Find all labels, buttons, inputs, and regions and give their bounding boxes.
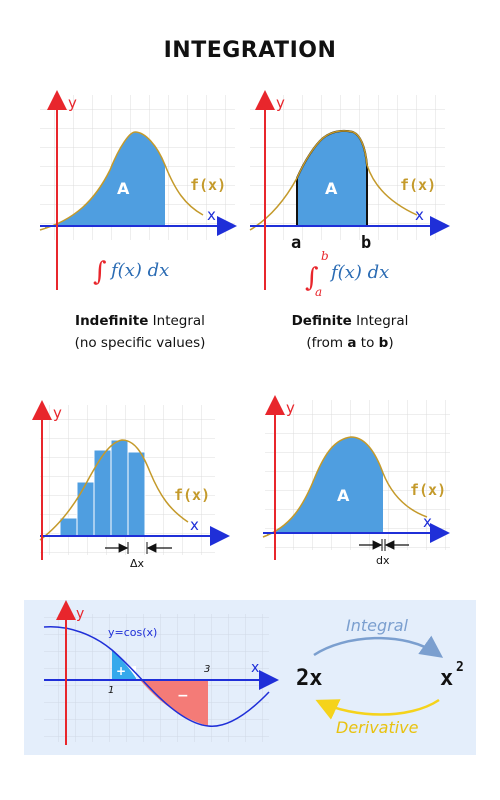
right-term-exponent: 2	[456, 660, 464, 675]
dx-label: dx	[376, 554, 390, 567]
riemann-rectangles	[59, 439, 146, 537]
integral-arrow	[313, 635, 444, 658]
integral-upper-bound: b	[321, 249, 329, 263]
derivative-arrow-label: Derivative	[336, 718, 419, 737]
integral-lower-bound: a	[315, 285, 322, 299]
minus-sign: −	[177, 688, 189, 704]
tick-label-3: 3	[204, 664, 210, 675]
cos-function-label: y=cos(x)	[108, 626, 157, 639]
derivative-arrow	[315, 698, 440, 720]
integral-arrow-label: Integral	[346, 616, 409, 635]
riemann-rect	[59, 517, 78, 537]
riemann-rect	[110, 439, 129, 537]
indefinite-sub: (no specific values)	[74, 335, 206, 351]
tick-label-1: 1	[108, 685, 114, 696]
x-axis-label: x	[251, 660, 259, 676]
definite-bold: Definite	[291, 313, 352, 329]
indefinite-bold: Indefinite	[75, 313, 149, 329]
definite-integrand: f(x) dx	[329, 262, 389, 283]
y-axis-label: y	[286, 399, 295, 417]
left-term: 2x	[296, 666, 323, 691]
riemann-rect	[93, 449, 112, 537]
x-axis-label: x	[415, 206, 424, 224]
definite-sub-a: a	[347, 335, 357, 351]
delta-x-label: Δx	[130, 557, 145, 570]
definite-sub-b: b	[378, 335, 389, 351]
function-curve	[262, 436, 428, 538]
definite-sub-pre: (from	[306, 335, 348, 351]
continuous-area-diagram: y x A f(x) dx	[262, 395, 450, 567]
cos-curve	[43, 626, 270, 727]
positive-area	[112, 650, 136, 680]
definite-integral-diagram: y x A f(x) a b ∫ b a f(x) dx	[249, 90, 450, 299]
lower-limit-label: a	[291, 233, 301, 253]
integral-derivative-panel: y x y=cos(x) 1 3 + − 2x x 2 Integral Der…	[24, 600, 476, 755]
riemann-rect	[76, 481, 95, 537]
area-label: A	[117, 179, 130, 198]
indefinite-integrand: f(x) dx	[109, 260, 169, 281]
function-label: f(x)	[400, 176, 436, 194]
y-axis-label: y	[276, 94, 285, 112]
indefinite-rest: Integral	[148, 313, 205, 329]
indefinite-integral-diagram: y x A f(x) ∫ f(x) dx	[39, 90, 237, 290]
y-axis-label: y	[53, 404, 62, 422]
definite-rest: Integral	[351, 313, 409, 329]
integral-sign: ∫	[93, 257, 107, 287]
right-term-base: x	[440, 666, 453, 691]
integral-sign: ∫	[305, 263, 319, 293]
area-label: A	[325, 179, 338, 198]
negative-area	[140, 680, 208, 726]
function-curve	[249, 130, 418, 231]
definite-sub-post: )	[388, 335, 394, 351]
function-curve	[39, 131, 204, 231]
x-axis-label: x	[207, 206, 216, 224]
definite-sub-mid: to	[356, 335, 379, 351]
function-label: f(x)	[174, 486, 210, 504]
riemann-sum-diagram: y x f(x) Δx	[32, 400, 230, 570]
x-axis-label: x	[190, 516, 199, 534]
upper-limit-label: b	[361, 233, 371, 253]
plus-sign: +	[116, 664, 126, 678]
definite-caption: Definite Integral (from a to b)	[270, 310, 430, 354]
x-axis-label: x	[423, 513, 432, 531]
area-label: A	[337, 486, 350, 505]
indefinite-caption: Indefinite Integral (no specific values)	[55, 310, 225, 354]
function-label: f(x)	[190, 176, 226, 194]
function-label: f(x)	[410, 481, 446, 499]
riemann-rect	[127, 451, 146, 537]
y-axis-label: y	[76, 606, 84, 622]
page-title: INTEGRATION	[163, 38, 337, 63]
function-curve	[39, 439, 189, 541]
area-region	[267, 437, 383, 535]
y-axis-label: y	[68, 94, 77, 112]
